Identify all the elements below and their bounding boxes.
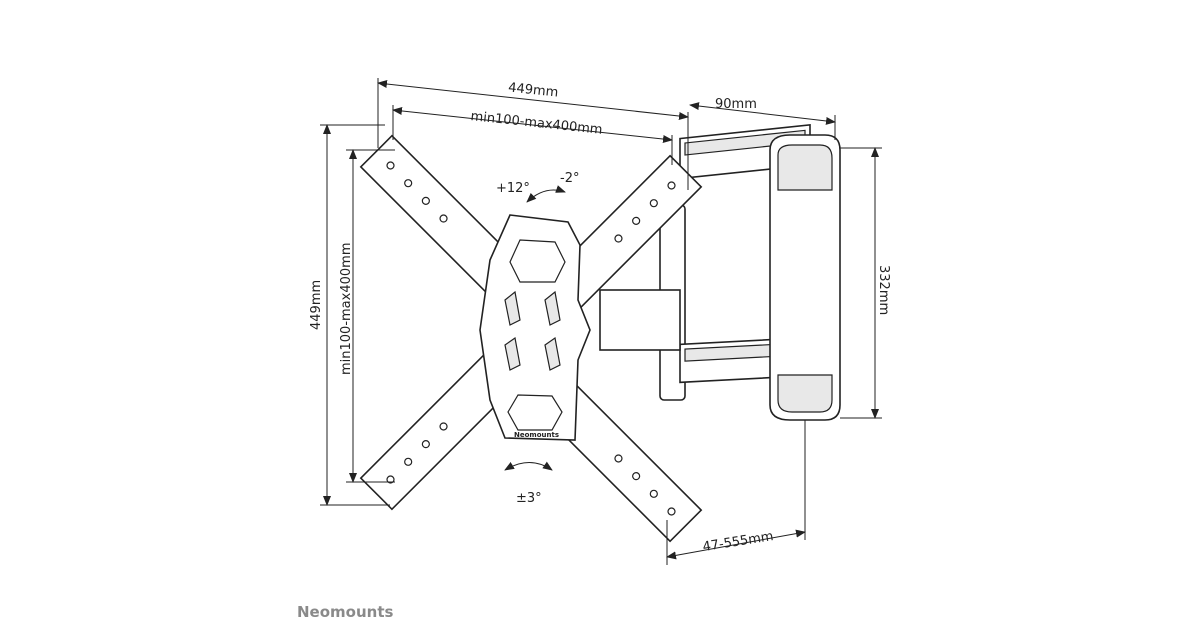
angle-rotation: ±3° [516, 491, 542, 506]
dim-vesa-width: min100-max400mm [470, 109, 603, 138]
brand-logo: Neomounts [297, 603, 394, 621]
dimension-lines [320, 78, 882, 565]
dim-plate-height: 449mm [309, 280, 324, 330]
plate-logo: Neomounts [514, 431, 559, 439]
dim-depth-min: 90mm [715, 97, 757, 112]
dim-depth-range: 47-555mm [702, 529, 775, 555]
angle-tilt-down: -2° [560, 171, 579, 186]
dim-wall-plate-height: 332mm [876, 265, 891, 315]
vesa-plate: Neomounts [359, 134, 703, 543]
dim-plate-width: 449mm [508, 80, 559, 100]
wall-plate [769, 134, 841, 421]
angle-tilt-up: +12° [496, 181, 530, 196]
dim-vesa-height: min100-max400mm [339, 243, 354, 375]
